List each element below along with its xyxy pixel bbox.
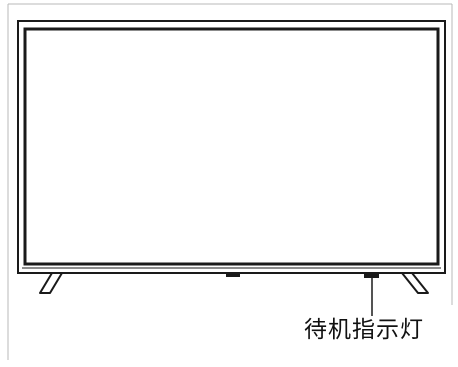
tv-outline-icon xyxy=(17,20,446,294)
standby-indicator-icon xyxy=(364,274,379,278)
tv-right-foot xyxy=(401,272,429,294)
tv-bezel-outer xyxy=(17,20,446,274)
tv-left-foot xyxy=(39,272,63,294)
standby-indicator-label: 待机指示灯 xyxy=(304,317,424,343)
tv-center-nub xyxy=(226,273,240,277)
tv-screen xyxy=(23,27,440,266)
